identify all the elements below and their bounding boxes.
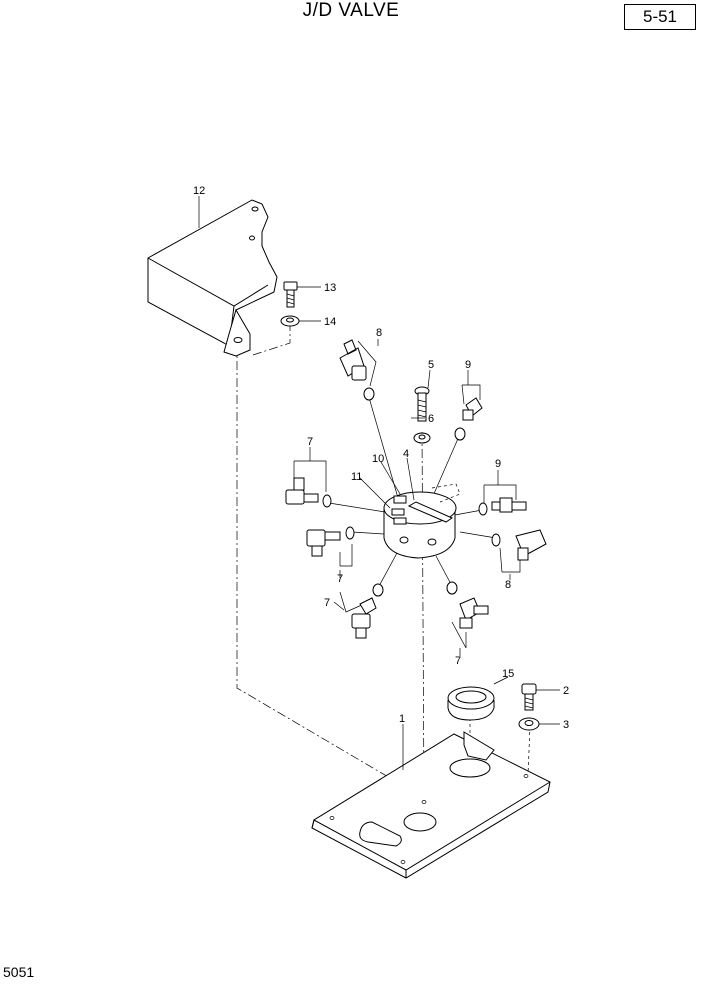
seal-ring-part-15 [447, 686, 495, 721]
callout-9-right: 9 [495, 458, 501, 470]
callout-5: 5 [428, 359, 434, 371]
adapter-fitting-upper-right-part-9 [454, 384, 483, 441]
callout-9-upper: 9 [465, 359, 471, 371]
callout-7-mid: 7 [337, 573, 343, 585]
callout-12: 12 [193, 185, 205, 197]
callout-10: 10 [372, 453, 384, 465]
callout-4: 4 [403, 448, 409, 460]
page-title: J/D VALVE [302, 0, 400, 21]
elbow-fitting-lower-right-part-7 [446, 581, 489, 649]
bolt-part-2 [521, 683, 537, 711]
page-reference-box: 5-51 [624, 4, 696, 30]
callout-8-upper: 8 [376, 327, 382, 339]
elbow-fitting-upper-left-part-8 [339, 339, 377, 401]
callout-3: 3 [563, 719, 569, 731]
elbow-fitting-lower-left-part-7 [339, 583, 384, 639]
jd-valve-body [383, 483, 461, 559]
valve-lever-part-4 [407, 501, 454, 523]
callout-11: 11 [351, 471, 362, 483]
callout-7-left: 7 [307, 436, 313, 448]
footer-code: 5051 [3, 964, 35, 980]
callout-6: 6 [428, 413, 434, 425]
callout-15: 15 [502, 668, 514, 680]
bolt-part-5 [414, 386, 430, 422]
washer-part-14 [280, 315, 300, 327]
leader-lines [198, 196, 560, 770]
callout-1: 1 [399, 713, 405, 725]
elbow-fitting-mid-left-part-7 [306, 526, 355, 567]
bolt-part-13 [283, 281, 298, 308]
callout-7-lower-right: 7 [455, 655, 461, 667]
washer-part-3 [518, 717, 540, 731]
callout-2: 2 [563, 685, 569, 697]
callout-13: 13 [324, 282, 336, 294]
valve-plate-part-10 [393, 495, 407, 504]
valve-cap-part-11 [391, 508, 405, 516]
callout-7-lower-left: 7 [324, 597, 330, 609]
callout-labels: 12 13 14 8 5 9 6 7 10 4 9 11 7 8 7 7 15 … [193, 185, 569, 731]
bracket-cover-part-12 [147, 199, 278, 357]
assembly-lines [236, 322, 531, 801]
base-plate-part-1 [311, 731, 551, 879]
adapter-fitting-right-part-9 [478, 484, 527, 516]
washer-part-6 [413, 432, 431, 444]
callout-14: 14 [324, 316, 336, 328]
elbow-fitting-right-part-8 [491, 529, 547, 573]
callout-8-right: 8 [505, 579, 511, 591]
elbow-fitting-left-part-7 [285, 460, 332, 508]
